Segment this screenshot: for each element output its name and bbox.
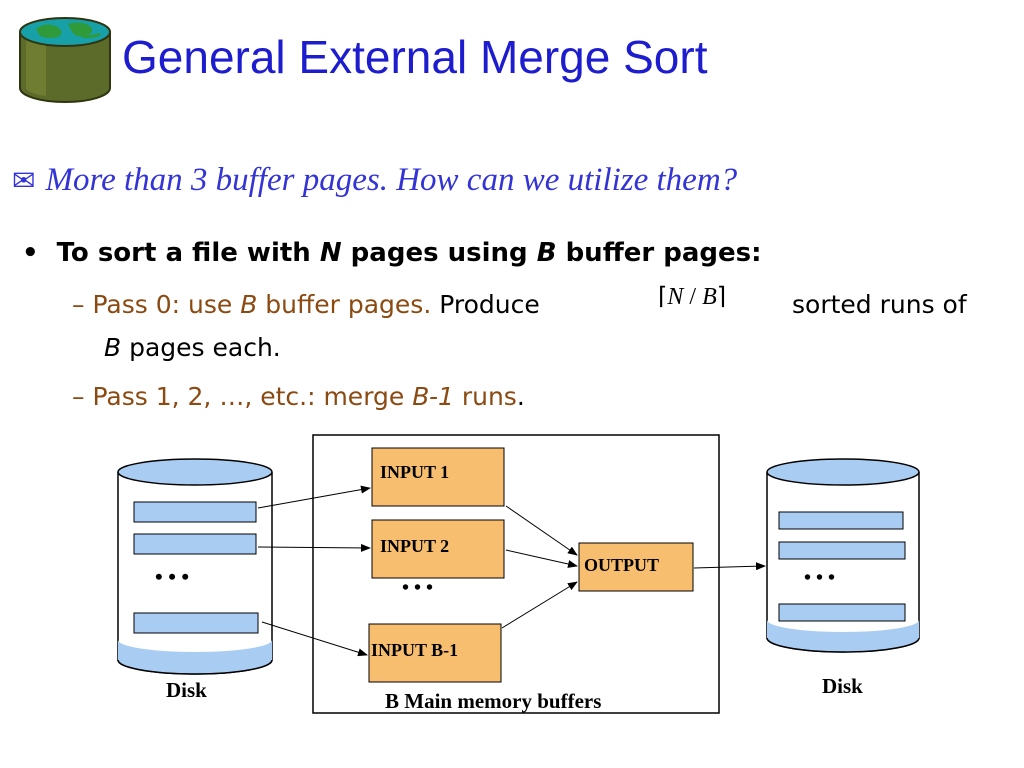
left-disk: • • •	[117, 458, 273, 675]
arrow-disk-to-input1	[257, 485, 371, 509]
bullet-dot-icon: •	[22, 238, 39, 268]
memory-label: B Main memory buffers	[385, 689, 601, 713]
main-bullet: • To sort a file with N pages using B buf…	[22, 238, 762, 268]
pass0-dash: –	[72, 290, 85, 319]
arrow-disk-to-inputb1	[261, 621, 368, 657]
arrow-inputb1-to-output	[501, 581, 578, 629]
bullet-text-pre: To sort a file with	[56, 238, 320, 268]
left-disk-page-2	[133, 533, 257, 555]
pass0-after: sorted runs of	[792, 290, 967, 319]
right-disk-page-2	[778, 541, 906, 560]
pass0-text-post: buffer pages.	[257, 290, 432, 319]
pass1-line: – Pass 1, 2, …, etc.: merge B-1 runs.	[72, 382, 525, 411]
ceil-left-icon: ⌈	[658, 284, 668, 310]
right-disk-ellipsis: • • •	[804, 567, 835, 589]
input-ellipsis: • • •	[402, 577, 433, 599]
bullet-text-post: buffer pages:	[556, 238, 762, 268]
left-disk-label: Disk	[166, 678, 207, 702]
formula-b: B	[702, 284, 717, 310]
input-b1-buffer	[368, 623, 502, 683]
pass0-text-pre: Pass 0: use	[92, 290, 241, 319]
arrow-input1-to-output	[505, 505, 578, 556]
right-disk-label: Disk	[822, 674, 863, 698]
bullet-b: B	[536, 238, 557, 268]
formula-n: N	[667, 284, 684, 310]
envelope-icon: ✉	[12, 166, 36, 197]
right-disk-page-3	[778, 603, 906, 622]
globe-icon	[19, 17, 111, 103]
subheading-text: More than 3 buffer pages. How can we uti…	[45, 162, 738, 198]
input-2-label: INPUT 2	[380, 536, 449, 556]
bullet-n: N	[319, 238, 342, 268]
pass1-text-post: runs	[453, 382, 517, 411]
subheading: ✉ More than 3 buffer pages. How can we ut…	[12, 162, 737, 199]
input-b1-label: INPUT B-1	[371, 640, 458, 660]
arrow-disk-to-input2	[257, 543, 371, 552]
output-label: OUTPUT	[584, 555, 659, 575]
pass0-produce: Produce	[431, 290, 540, 319]
output-buffer	[578, 542, 694, 592]
bullet-text-mid: pages using	[341, 238, 537, 268]
pass0-line2-text: pages each.	[121, 333, 281, 362]
arrow-input2-to-output	[505, 549, 578, 568]
right-disk-page-1	[778, 511, 904, 530]
left-disk-page-1	[133, 501, 257, 523]
pass0-line2: B pages each.	[104, 333, 281, 362]
right-disk: • • •	[766, 458, 920, 653]
pass1-period: .	[516, 382, 525, 411]
slide-title: General External Merge Sort	[122, 31, 708, 83]
ceiling-formula: ⌈N / B⌉	[658, 282, 726, 311]
input-2-buffer	[371, 519, 505, 579]
pass1-text-pre: Pass 1, 2, …, etc.: merge	[92, 382, 413, 411]
input-1-label: INPUT 1	[380, 462, 449, 482]
input-1-buffer	[371, 447, 505, 507]
pass1-dash: –	[72, 382, 85, 411]
left-disk-ellipsis: • • •	[155, 564, 189, 589]
pass0-b: B	[240, 290, 258, 319]
formula-slash: /	[689, 284, 697, 310]
pass1-b1: B-1	[412, 382, 454, 411]
pass0-line2-b: B	[104, 333, 122, 362]
left-disk-page-3	[133, 612, 259, 634]
ceil-right-icon: ⌉	[716, 284, 727, 310]
arrow-output-to-disk	[693, 562, 766, 571]
pass0-line1: – Pass 0: use B buffer pages. Produce	[72, 290, 540, 319]
memory-area	[312, 434, 720, 714]
